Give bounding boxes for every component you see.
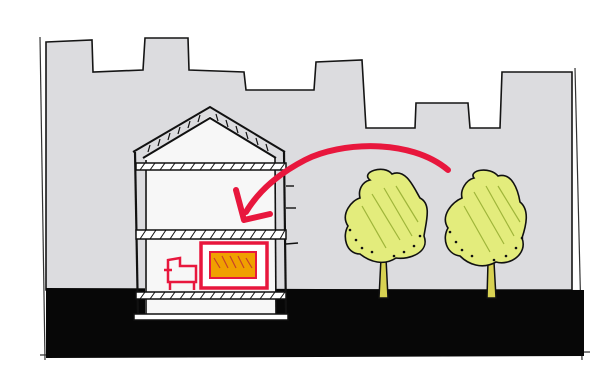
bed [199,241,269,290]
tree-2 [444,169,528,299]
armchair [164,256,198,290]
tree-1 [344,168,429,299]
ground [46,288,584,358]
sun-arrow [233,143,451,223]
